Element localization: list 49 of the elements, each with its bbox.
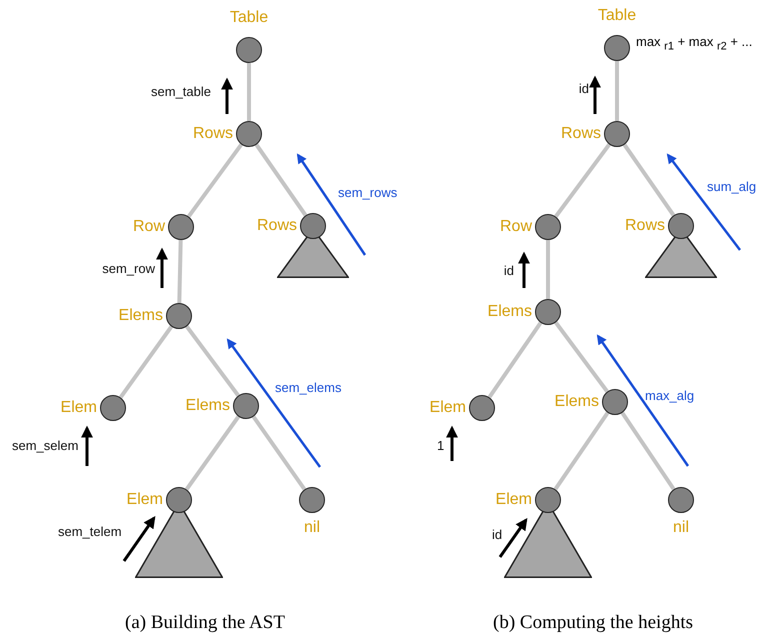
node-label: Elem — [60, 399, 97, 417]
tree-edge — [177, 240, 183, 304]
direction-label: sum_alg — [707, 179, 756, 194]
node-label: Rows — [560, 125, 601, 143]
formula-text: max $_{r1}$ + max $_{r2}$ + ... — [636, 34, 752, 53]
node-label: Elem — [496, 491, 532, 509]
node-label: nil — [304, 519, 320, 537]
node-label: Row — [500, 218, 532, 236]
tree-edge — [247, 63, 251, 121]
node-label: Row — [132, 218, 165, 236]
direction-label: sem_elems — [275, 380, 342, 395]
direction-label: sem_table — [151, 84, 211, 99]
node-label: Table — [598, 7, 636, 25]
tree-edge — [615, 61, 619, 121]
tree-edge — [185, 325, 240, 397]
subfigure-caption: (a) Building the AST — [125, 612, 285, 634]
node-label: Elems — [118, 307, 163, 325]
direction-label: id — [578, 81, 589, 96]
tree-edge — [488, 322, 542, 398]
node-label: Elems — [186, 397, 230, 415]
tree-edge — [620, 412, 676, 490]
tree-edge — [184, 415, 240, 491]
direction-label: id — [504, 263, 514, 278]
node-label: Elems — [488, 303, 532, 321]
direction-label: 1 — [437, 438, 444, 453]
tree-edge — [554, 143, 611, 218]
direction-label: max_alg — [645, 388, 694, 403]
node-label: Rows — [624, 217, 665, 235]
direction-label: sem_rows — [338, 185, 398, 200]
tree-edge — [546, 240, 550, 299]
direction-label: sem_selem — [12, 438, 78, 453]
tree-edge — [187, 143, 243, 218]
subfigure-caption: (b) Computing the heights — [493, 612, 693, 634]
tree-edge — [252, 416, 306, 490]
node-label: Elem — [430, 399, 466, 417]
direction-label: sem_row — [102, 261, 155, 276]
tree-edge — [554, 412, 610, 490]
node-label: Elem — [126, 491, 163, 509]
node-label: nil — [672, 519, 689, 537]
tree-edge — [554, 321, 609, 393]
node-label: Table — [230, 9, 268, 27]
node-label: Rows — [256, 217, 297, 235]
direction-label: sem_telem — [58, 524, 122, 539]
tree-edge — [118, 325, 174, 399]
tree-edge — [254, 144, 308, 216]
node-label: Rows — [192, 125, 233, 143]
direction-label: id — [492, 527, 502, 542]
tree-edge — [622, 144, 676, 216]
node-label: Elems — [554, 393, 599, 411]
